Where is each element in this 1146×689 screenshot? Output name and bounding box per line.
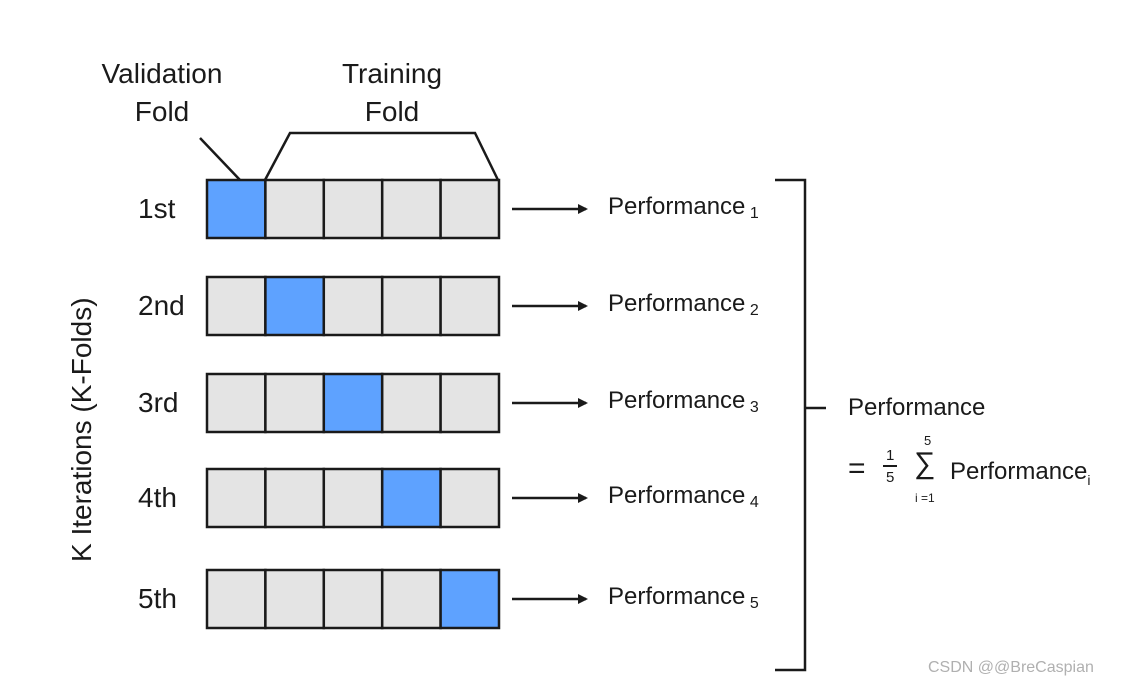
performance-label-subscript: 3	[745, 399, 759, 416]
iteration-label: 1st	[138, 193, 176, 224]
training-fold-cell	[205, 275, 267, 337]
training-bracket	[263, 131, 500, 181]
training-fold-cell	[264, 568, 326, 630]
performance-label-subscript: 4	[745, 494, 759, 511]
training-fold-cell	[380, 275, 442, 337]
training-fold-cell	[322, 568, 384, 630]
performance-label: Performance 1	[608, 193, 759, 222]
iteration-label: 5th	[138, 583, 177, 614]
performance-label-text: Performance	[608, 387, 746, 414]
performance-label-text: Performance	[608, 290, 746, 317]
training-fold-cell	[205, 372, 267, 434]
validation-fold-cell	[205, 178, 267, 240]
performance-label: Performance 4	[608, 482, 759, 511]
training-fold-cell	[439, 467, 501, 529]
fraction-bar	[883, 465, 897, 467]
performance-label-text: Performance	[608, 482, 746, 509]
sum-symbol: ∑	[914, 447, 936, 480]
performance-label-subscript: 5	[745, 595, 759, 612]
sum-lower-limit: i =1	[915, 491, 935, 505]
iteration-label: 4th	[138, 482, 177, 513]
fraction-denominator: 5	[886, 469, 895, 486]
training-fold-label-line2: Fold	[364, 96, 420, 127]
iteration-label: 2nd	[138, 290, 185, 321]
training-fold-cell	[264, 372, 326, 434]
training-fold-cell	[439, 372, 501, 434]
validation-fold-label: Validation Fold	[92, 60, 232, 126]
performance-label: Performance 3	[608, 387, 759, 416]
training-fold-cell	[264, 467, 326, 529]
watermark: CSDN @@BreCaspian	[928, 659, 1094, 676]
sum-upper-limit: 5	[924, 433, 932, 448]
sum-term-text: Performance	[950, 458, 1088, 485]
training-fold-cell	[322, 275, 384, 337]
validation-fold-label-line1: Validation	[101, 58, 223, 89]
training-fold-cell	[322, 178, 384, 240]
performance-label: Performance 2	[608, 290, 759, 319]
performance-label-subscript: 2	[745, 302, 759, 319]
summary-formula: = 1 5 5 ∑ i =1 Performancei	[848, 434, 1138, 504]
training-fold-cell	[380, 568, 442, 630]
training-fold-cell	[205, 467, 267, 529]
performance-label: Performance 5	[608, 583, 759, 612]
iteration-label: 3rd	[138, 387, 179, 418]
sum-term-subscript: i	[1087, 471, 1091, 488]
summary-bracket	[775, 178, 807, 672]
fraction-numerator: 1	[886, 447, 895, 464]
validation-fold-cell	[264, 275, 326, 337]
validation-fold-cell	[322, 372, 384, 434]
training-fold-cell	[380, 372, 442, 434]
performance-label-subscript: 1	[745, 205, 759, 222]
training-fold-label-line1: Training	[341, 58, 443, 89]
training-fold-cell	[264, 178, 326, 240]
performance-label-text: Performance	[608, 583, 746, 610]
training-fold-cell	[439, 275, 501, 337]
training-fold-cell	[205, 568, 267, 630]
training-fold-cell	[322, 467, 384, 529]
validation-leader-line	[199, 137, 241, 181]
validation-fold-cell	[380, 467, 442, 529]
validation-fold-label-line2: Fold	[134, 96, 190, 127]
validation-fold-cell	[439, 568, 501, 630]
training-fold-label: Training Fold	[322, 60, 462, 126]
equals-sign: =	[848, 452, 866, 485]
sum-term: Performancei	[950, 460, 1091, 487]
performance-label-text: Performance	[608, 193, 746, 220]
training-fold-cell	[380, 178, 442, 240]
summary-title: Performance	[848, 394, 986, 421]
training-fold-cell	[439, 178, 501, 240]
